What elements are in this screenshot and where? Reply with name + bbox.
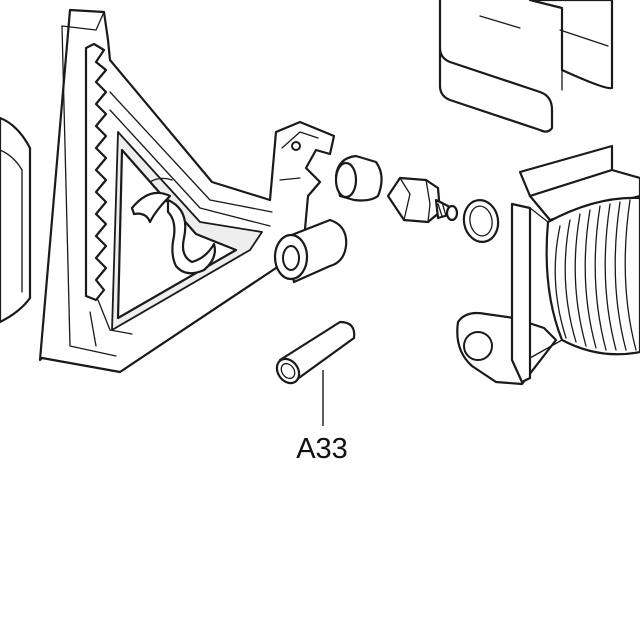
part-callout-label: A33: [296, 433, 348, 465]
screw-nozzle: [386, 176, 459, 224]
plug-cap: [334, 154, 383, 202]
pin-a33: [275, 320, 356, 385]
washer: [462, 199, 500, 243]
bushing: [273, 218, 348, 284]
left-housing-fragment: [0, 116, 32, 324]
threaded-cylinder-assembly: [456, 144, 640, 386]
top-bracket: [438, 0, 614, 133]
ratchet-frame: [38, 8, 336, 374]
